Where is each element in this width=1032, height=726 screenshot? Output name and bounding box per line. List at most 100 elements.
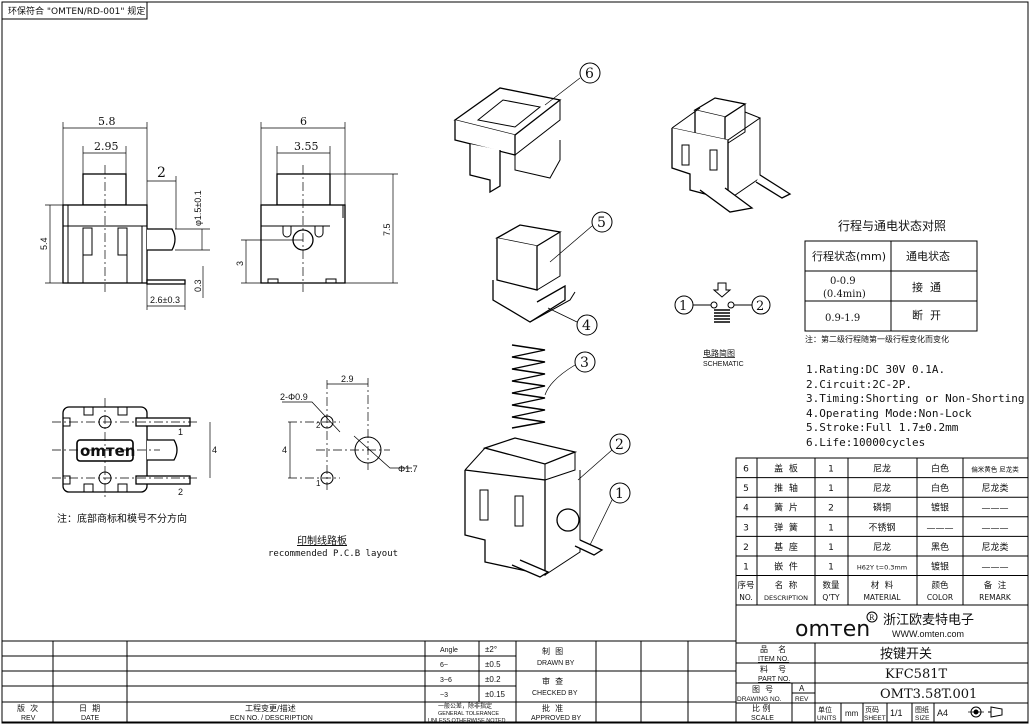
revision-block-desc-cn: 工程变更/描述 [245, 703, 296, 713]
parts-row-name: 弹 簧 [774, 521, 798, 533]
status-table-rows-0-stroke-line2: (0.4min) [823, 289, 866, 300]
title-block-part-label-en: PART NO. [758, 676, 790, 683]
item-name: 按键开关 [880, 647, 932, 662]
part-number: KFC581T [885, 667, 947, 682]
balloons-5: 6 [585, 66, 594, 82]
spec-circuit: 2.Circuit:2C-2P. [806, 378, 912, 391]
dim-actuator-width: 2.95 [94, 140, 119, 153]
parts-row-name: 推 轴 [774, 482, 798, 494]
title-block-sheet-label-cn: 页码 [865, 706, 879, 714]
parts-row-qty: 1 [828, 465, 834, 475]
title-block-scale-label-cn: 比 例 [752, 703, 771, 713]
title-block-units-value: mm [845, 709, 859, 718]
status-table-rows-1-stroke-line1: 0.9-1.9 [825, 313, 860, 324]
schematic-node-2: 2 [756, 299, 764, 314]
parts-row-no: 3 [743, 523, 749, 533]
title-block: omтen R 浙江欧麦特电子 WWW.omten.com 品 名 ITEM N… [735, 604, 1029, 723]
parts-row-material: 不锈钢 [868, 521, 895, 533]
title-block-size-value: A4 [937, 708, 948, 718]
parts-row-qty: 1 [828, 543, 834, 553]
status-table-rows-1-state: 断 开 [912, 308, 941, 322]
revision-block-tolerances-2-range: 3~6 [440, 677, 452, 684]
revision-block-tol-en2: UNLESS OTHERWISE NOTED [428, 718, 506, 724]
svg-text:R: R [869, 614, 875, 622]
parts-row-name: 簧 片 [774, 502, 798, 514]
parts-row-material: 尼龙 [873, 541, 891, 553]
revision-block-approved-cn: 批 准 [542, 703, 563, 713]
revision-block-tolerances-3-range: ~3 [440, 692, 448, 699]
rev-value: A [799, 684, 805, 693]
revision-block-checked-cn: 审 查 [542, 676, 563, 686]
balloon-5: 5 [549, 211, 613, 263]
revision-block-tolerances-0-range: Angle [440, 647, 458, 654]
parts-row-color: 镀银 [931, 502, 949, 514]
revision-block: Angle ±2° 6~ ±0.5 3~6 ±0.2 ~3 ±0.15 制 图 … [1, 640, 737, 724]
dim-width: 5.8 [98, 115, 116, 128]
drawing-number: OMT3.58T.001 [880, 687, 977, 702]
title-block-units-label-cn: 单位 [818, 705, 832, 714]
spec-mode: 4.Operating Mode:Non-Lock [806, 407, 972, 420]
parts-row-no: 4 [743, 504, 749, 514]
title-block-item-label-en: ITEM NO. [758, 656, 789, 663]
status-table-rows-0-state: 接 通 [912, 281, 941, 294]
revision-block-desc-en: ECN NO. / DESCRIPTION [230, 715, 313, 722]
parts-row-material: 尼龙 [873, 463, 891, 475]
front-view: 5.8 2.95 2 φ1.5±0.1 5.4 2.6±0.3 0.3 [39, 115, 210, 310]
title-block-units-label-en: UNITS [817, 715, 837, 722]
bottom-note: 注：底部商标和模号不分方向 [57, 512, 187, 525]
assembled-switch [671, 97, 792, 213]
parts-header-cn: 备 注 [984, 580, 1007, 591]
parts-row-remark: ——— [982, 523, 1009, 533]
parts-row-color: 镀银 [931, 561, 949, 573]
parts-header-cn: 材 料 [871, 580, 894, 591]
parts-row-name: 嵌 件 [774, 561, 798, 573]
projection-symbol-icon [968, 706, 1003, 718]
parts-row-remark: 尼龙类 [981, 482, 1008, 494]
parts-row-remark: ——— [982, 563, 1009, 573]
dim-pin-pitch: 4 [212, 445, 217, 455]
part-pusher [492, 224, 576, 323]
schematic-title-cn: 电路简图 [703, 348, 735, 358]
parts-row-name: 盖 板 [774, 463, 798, 475]
parts-header-en: NO. [739, 593, 753, 602]
parts-row-color: ——— [927, 523, 954, 533]
parts-row-name: 基 座 [774, 541, 798, 553]
parts-header-en: REMARK [979, 593, 1012, 602]
parts-header-cn: 颜色 [931, 580, 949, 591]
company-name: 浙江欧麦特电子 [883, 613, 974, 628]
revision-block-tolerances-1-range: 6~ [440, 662, 448, 669]
parts-row-remark: ——— [982, 504, 1009, 514]
compliance-note: 环保符合 "OMTEN/RD-001" 规定 [8, 5, 145, 17]
revision-block-drawn-cn: 制 图 [542, 646, 563, 656]
side-view: 6 3.55 7.5 3 [235, 115, 398, 292]
parts-header-en: Q'TY [822, 593, 840, 602]
pcb-pin-1: 1 [316, 479, 321, 488]
balloons-2: 3 [580, 355, 589, 371]
balloon-6: 6 [544, 62, 601, 106]
title-block-drawing-label-cn: 图 号 [752, 685, 773, 694]
dim-side-actuator-width: 3.55 [294, 140, 319, 153]
pcb-title-en: recommended P.C.B layout [268, 549, 398, 559]
status-table-headers-1: 通电状态 [906, 249, 950, 263]
parts-header-en: COLOR [927, 593, 953, 602]
parts-row-color: 黑色 [931, 541, 949, 553]
revision-block-tol-en1: GENERAL TOLERANCE [438, 711, 499, 717]
dim-height: 5.4 [39, 237, 49, 250]
parts-row-no: 6 [743, 465, 749, 475]
balloon-2: 2 [577, 433, 631, 481]
company-logo: omтen [795, 617, 870, 642]
company-website: WWW.omten.com [892, 629, 964, 639]
parts-header-cn: 名 称 [775, 580, 798, 591]
press-arrow-icon [712, 282, 732, 298]
balloons-4: 5 [597, 215, 606, 231]
pin-1-label: 1 [178, 427, 183, 437]
parts-header-en: DESCRIPTION [764, 594, 808, 602]
revision-block-tol-cn: 一般公差，除非指定 [438, 702, 492, 710]
balloon-4: 4 [547, 307, 598, 336]
title-block-scale-label-en: SCALE [751, 715, 774, 722]
pcb-pin-2: 2 [316, 421, 321, 430]
parts-row-material: H62Y t=0.3mm [857, 564, 907, 572]
parts-row-material: 尼龙 [873, 482, 891, 494]
status-table-title: 行程与通电状态对照 [838, 218, 946, 233]
